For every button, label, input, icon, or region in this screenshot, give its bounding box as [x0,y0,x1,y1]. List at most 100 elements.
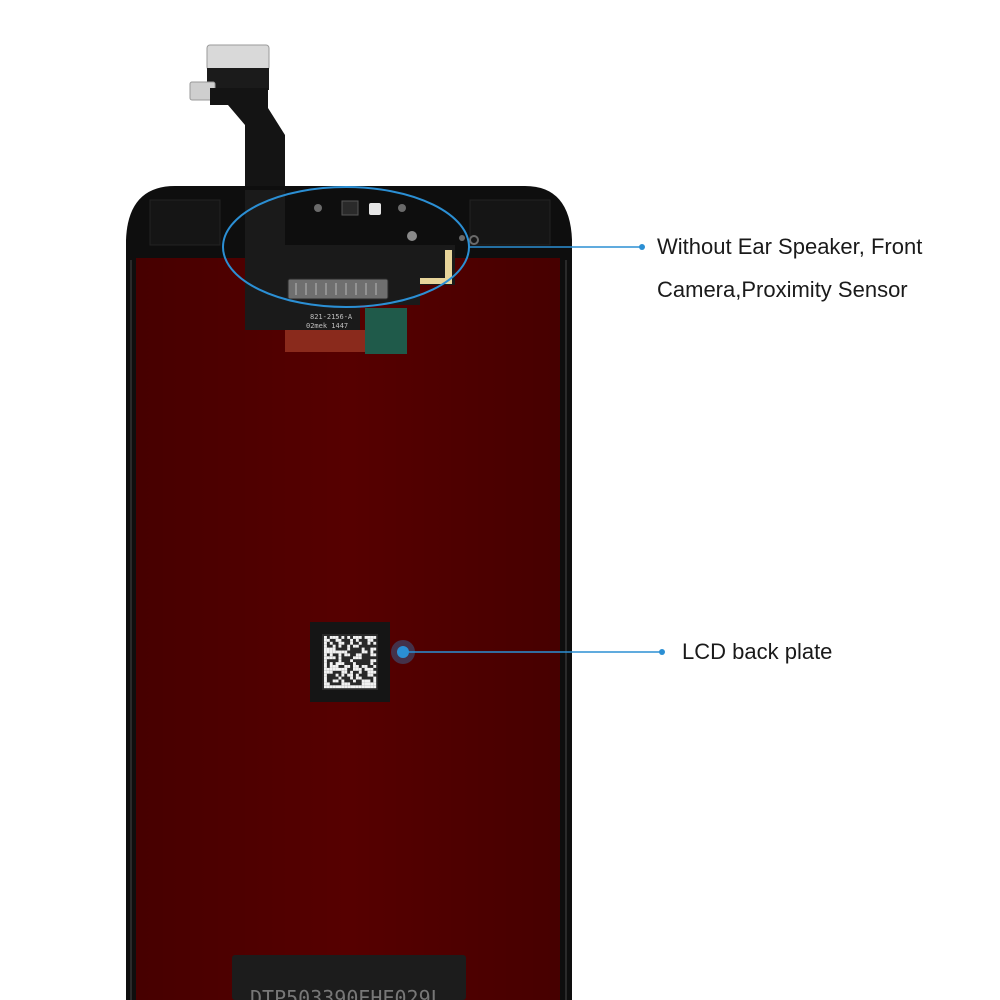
qr-module [350,673,353,677]
qr-module [373,682,377,686]
qr-module [373,665,377,668]
qr-module [353,685,356,689]
qr-module [332,636,336,639]
qr-module [324,659,327,663]
qr-module [324,676,327,680]
flex-tape-tan [285,330,365,352]
qr-module [338,659,342,663]
qr-module [370,659,374,663]
screw-3 [407,231,417,241]
bottom-serial-text: DTP503390EHE029L [250,986,443,1000]
qr-module [361,682,365,686]
qr-module [338,653,342,657]
qr-module [329,685,333,689]
qr-module [326,670,330,674]
qr-module [344,665,348,668]
qr-module [341,667,345,671]
qr-module [324,673,327,677]
qr-module [370,670,374,674]
qr-module [332,679,336,683]
qr-pattern [324,636,377,689]
qr-module [324,644,327,648]
qr-module [370,650,374,654]
qr-module [335,665,339,668]
qr-module [373,670,377,674]
qr-module [324,682,327,686]
qr-module [341,670,345,674]
callout-mid-label: LCD back plate [682,639,833,664]
flex-connector-tip [206,44,270,71]
qr-module [344,682,348,686]
qr-module [344,650,348,654]
screw-5 [469,235,479,245]
top-right-bracket [469,199,551,246]
qr-module [350,676,353,680]
qr-module [353,644,356,648]
qr-module [358,641,362,645]
screw-2 [398,204,406,212]
display-flex-board: 821-2156-A 02mek 1447 [245,190,455,354]
callout-top-text: Without Ear Speaker, Front Camera,Proxim… [657,225,922,311]
qr-module [370,682,374,686]
qr-module [367,682,371,686]
qr-module [324,650,327,654]
qr-module [353,656,356,660]
qr-module [350,685,353,689]
qr-module [335,685,339,689]
qr-module [364,667,368,671]
qr-module [341,641,345,645]
qr-module [344,653,348,657]
screw-1 [314,204,322,212]
callout-mid-dot [659,649,665,655]
qr-module [364,685,368,689]
qr-module [370,647,374,651]
qr-module [353,679,356,683]
qr-module [326,682,330,686]
qr-module [335,650,339,654]
qr-module [364,679,368,683]
qr-module [338,656,342,660]
callout-top-line2: Camera,Proximity Sensor [657,277,908,302]
qr-module [353,662,356,665]
qr-module [324,685,327,689]
qr-module [370,673,374,677]
qr-module [335,673,339,677]
qr-module [341,679,345,683]
qr-module [338,667,342,671]
qr-module [329,641,333,645]
callout-top-dot [639,244,645,250]
qr-module [326,638,330,642]
bottom-label-backing [232,955,466,1000]
qr-module [324,667,327,671]
qr-module [364,665,368,668]
screw-4 [459,235,465,241]
callout-mid-text: LCD back plate [682,630,832,673]
qr-module [361,685,365,689]
qr-module [324,670,327,674]
qr-module [355,665,359,668]
qr-module [332,647,336,651]
qr-module [355,644,359,648]
qr-module [347,644,351,648]
qr-module [329,667,333,671]
qr-module [358,636,362,639]
camera-cutout [341,200,359,216]
qr-module [350,638,353,642]
qr-module [355,636,359,639]
qr-module [335,679,339,683]
qr-module [332,665,336,668]
qr-module [367,638,371,642]
qr-module [373,659,377,663]
qr-module [332,685,336,689]
qr-module [324,656,327,660]
green-tape [365,308,407,354]
qr-module [373,676,377,680]
qr-module [329,647,333,651]
qr-module [329,653,333,657]
qr-module [358,653,362,657]
connector-pins [295,283,377,295]
callout-mid-pointer [391,640,665,664]
flex-code-text: 821-2156-A [310,313,353,321]
qr-module [370,653,374,657]
